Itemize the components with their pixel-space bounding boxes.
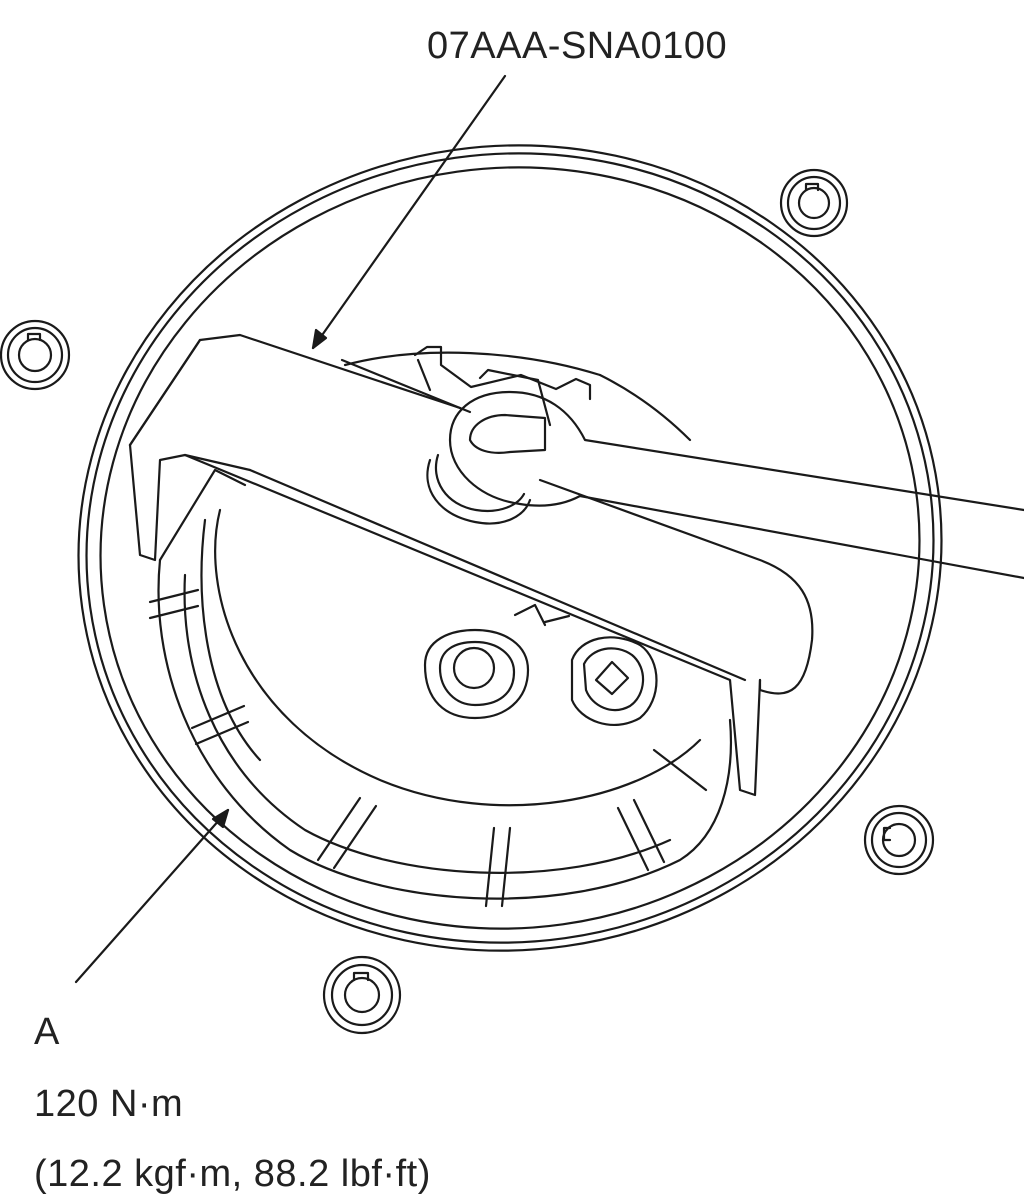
pump-top-plate — [214, 345, 702, 807]
lock-ring — [148, 468, 732, 908]
mounting-nut-top-right — [779, 168, 849, 238]
mounting-ring — [77, 144, 943, 952]
torque-alternate-units: (12.2 kgf·m, 88.2 lbf·ft) — [34, 1153, 431, 1195]
mounting-nut-right — [863, 804, 935, 876]
mounting-nut-left — [0, 319, 71, 391]
tool-part-number-label: 07AAA-SNA0100 — [427, 25, 728, 67]
part-callout-label: A — [34, 1011, 60, 1053]
leader-line-part-a — [74, 808, 230, 984]
leader-line-tool — [311, 74, 507, 350]
mounting-nut-bottom — [322, 955, 402, 1035]
torque-value: 120 N·m — [34, 1083, 184, 1125]
special-tool-bar — [128, 333, 814, 797]
torque-wrench — [426, 390, 1024, 580]
